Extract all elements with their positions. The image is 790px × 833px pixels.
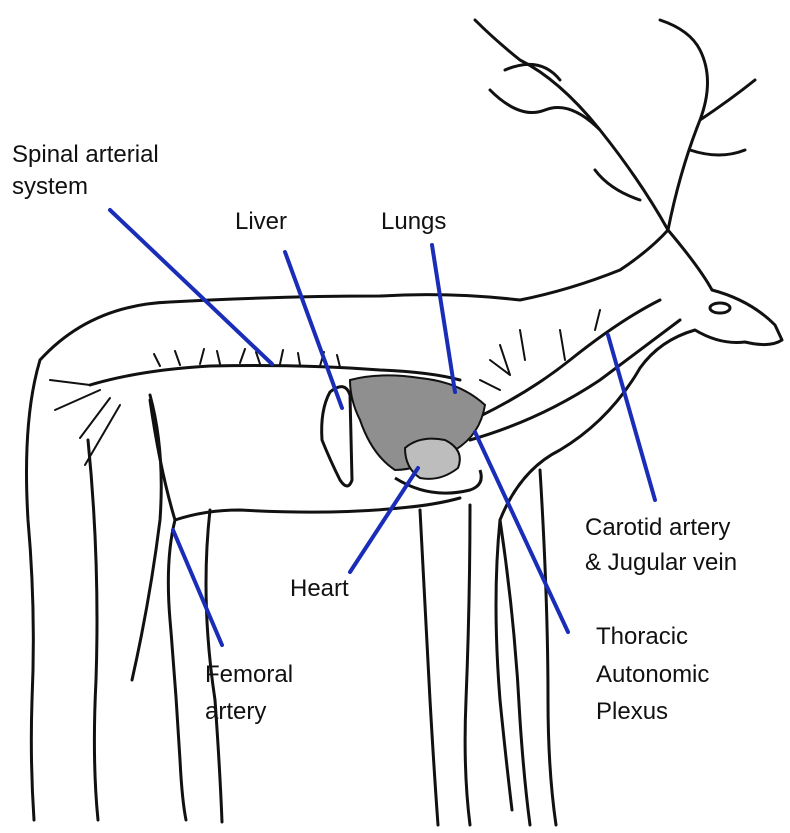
label-lungs: Lungs xyxy=(381,207,446,237)
heart-leader-line xyxy=(350,468,418,572)
lungs-leader-line xyxy=(432,245,455,392)
label-thoracic-line1: Thoracic xyxy=(596,622,688,652)
thoracic-leader-line xyxy=(475,432,568,632)
neck-vessels xyxy=(450,300,680,440)
label-liver: Liver xyxy=(235,207,287,237)
liver-organ xyxy=(322,387,352,486)
deer-front-leg xyxy=(420,470,556,825)
femoral-artery-vessel xyxy=(132,395,161,680)
label-femoral-line2: artery xyxy=(205,697,266,727)
liver-leader-line xyxy=(285,252,342,408)
label-heart: Heart xyxy=(290,574,349,604)
deer-antlers xyxy=(475,20,755,230)
femoral-leader-line xyxy=(173,530,222,645)
label-femoral-line1: Femoral xyxy=(205,660,293,690)
label-spinal-arterial-line1: Spinal arterial xyxy=(12,140,159,170)
label-spinal-arterial-line2: system xyxy=(12,172,88,202)
label-thoracic-line2: Autonomic xyxy=(596,660,709,690)
label-thoracic-line3: Plexus xyxy=(596,697,668,727)
label-carotid-line1: Carotid artery xyxy=(585,513,730,543)
label-carotid-line2: & Jugular vein xyxy=(585,548,737,578)
deer-eye xyxy=(710,303,730,313)
